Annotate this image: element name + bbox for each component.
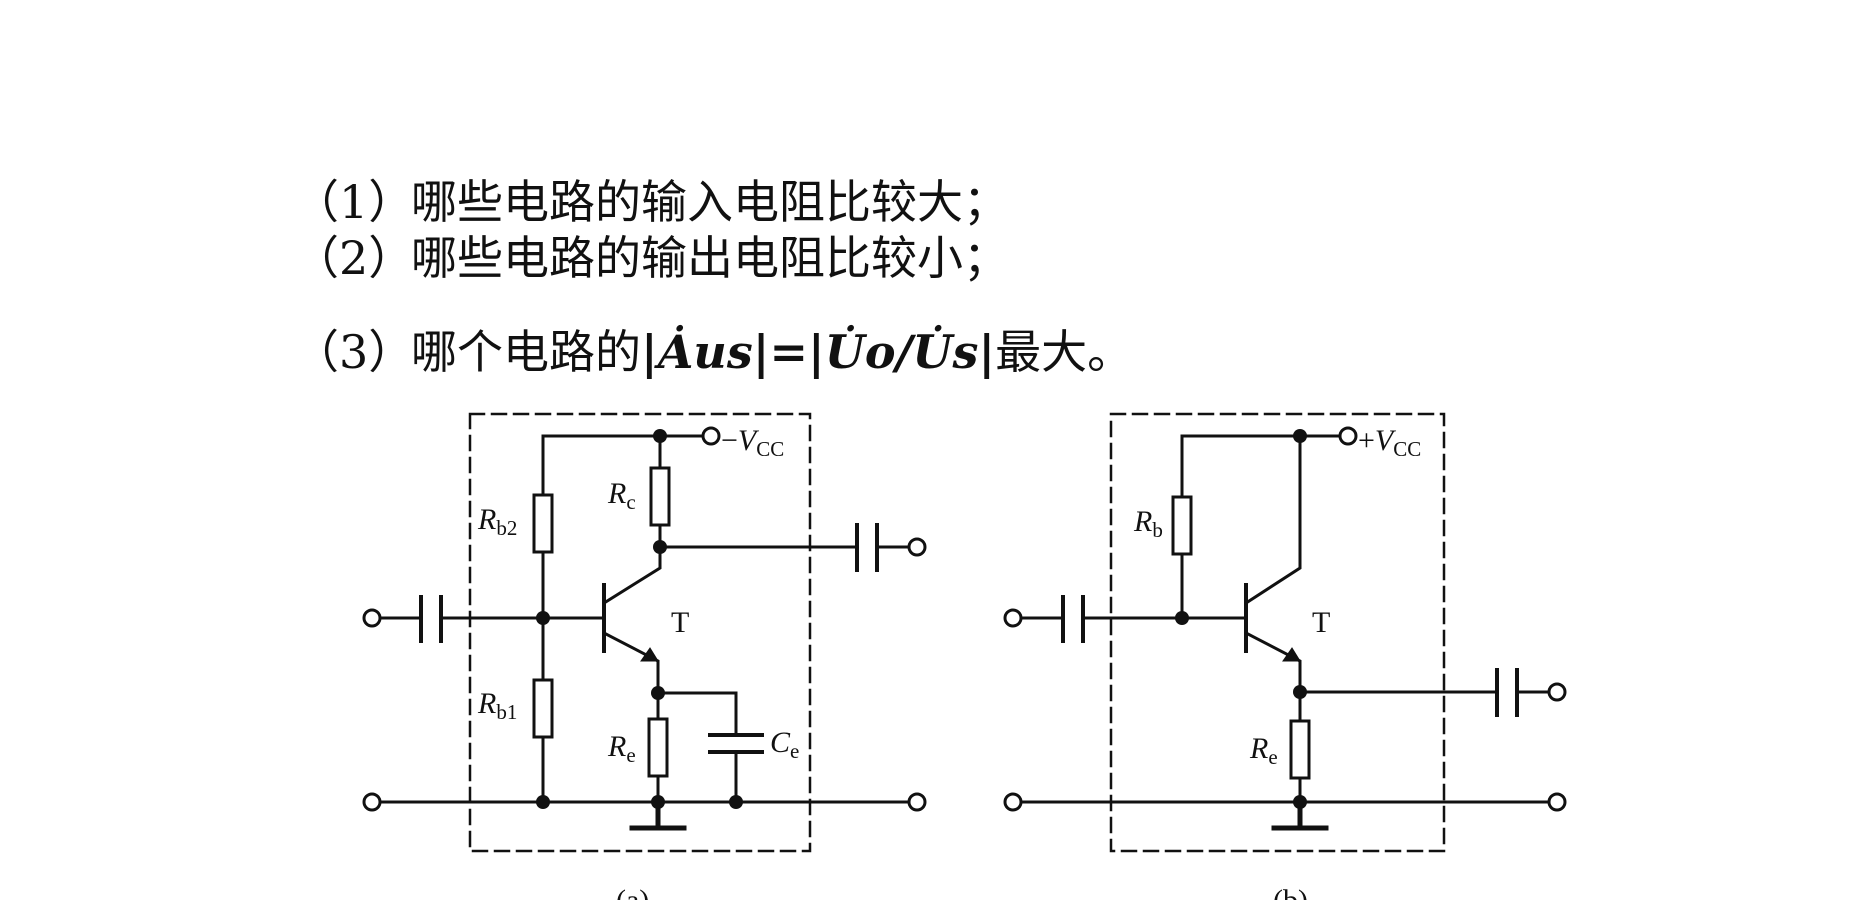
circuit-a-ce-label: Ce [770,726,799,763]
circuit-b-transistor-label: T [1312,606,1330,639]
circuit-a-junction-dot [536,611,550,625]
circuit-b-junction-dot [1293,795,1307,809]
circuit-a-rc-label: Rc [607,477,636,514]
question-3-suffix: 最大。 [995,325,1134,379]
circuit-a-output-capacitor [855,523,879,572]
circuit-a-supply-terminal [701,426,721,446]
question-2-number: （2） [293,231,415,285]
circuit-b-input-terminal [1003,608,1023,628]
circuit-b-ground-left-terminal [1003,792,1023,812]
question-3-number: （3） [293,325,415,379]
circuit-a-re-resistor [647,717,669,778]
circuit-b-rb-resistor [1171,495,1193,556]
circuit-b-supply-terminal [1338,426,1358,446]
question-2-text: 哪些电路的输出电阻比较小； [411,231,1009,285]
question-1-text: 哪些电路的输入电阻比较大； [411,175,1009,229]
circuit-a-junction-dot [651,686,665,700]
circuit-b [1003,412,1567,853]
circuit-b-output-capacitor [1495,668,1519,717]
circuit-b-junction-dot [1293,429,1307,443]
circuit-b-caption: (b) [1273,884,1308,900]
circuit-a-transistor-emitter [601,630,660,695]
circuit-a-output-terminal [907,537,927,557]
circuit-a-junction-dot [729,795,743,809]
circuit-b-ground-right-terminal [1547,792,1567,812]
circuit-a [362,412,927,853]
circuit-a-rc-resistor [649,466,671,527]
question-2: （2）哪些电路的输出电阻比较小； [293,232,1009,284]
circuit-a-rb2-label: Rb2 [477,503,517,540]
circuit-b-transistor-emitter [1243,630,1302,694]
circuit-a-transistor-label: T [671,606,689,639]
circuit-b-emitter-arrow [1282,647,1301,662]
circuit-a-junction-dot [653,540,667,554]
circuit-a-junction-dot [651,795,665,809]
circuit-b-junction-dot [1175,611,1189,625]
circuit-a-junction-dot [653,429,667,443]
circuit-b-re-resistor [1289,719,1311,780]
circuit-a-input-terminal [362,608,382,628]
circuit-b-transistor-collector [1243,434,1302,606]
question-1: （1）哪些电路的输入电阻比较大； [293,176,1009,228]
circuit-a-ce-capacitor [708,733,764,754]
circuit-b-dashed-box [1109,412,1446,853]
circuit-a-emitter-arrow [640,647,659,662]
gain-formula: |Ȧus|=|U̇o/U̇s| [641,325,996,379]
circuit-a-rb1-label: Rb1 [477,687,517,724]
circuit-b-supply-label: +VCC [1358,424,1421,461]
circuit-a-ground-left-terminal [362,792,382,812]
circuit-b-output-terminal [1547,682,1567,702]
circuit-b-junction-dot [1293,685,1307,699]
circuit-a-transistor-collector [601,545,662,606]
circuit-a-rb1-resistor [532,678,554,739]
circuit-a-junction-dot [536,795,550,809]
circuit-b-re-label: Re [1249,732,1278,769]
circuit-a-caption: (a) [616,884,649,900]
circuit-a-supply-label: −VCC [721,424,784,461]
circuit-a-dashed-box [468,412,812,853]
circuit-a-input-capacitor [419,595,443,643]
circuit-a-ground-right-terminal [907,792,927,812]
question-3-text: 哪个电路的 [411,325,641,379]
circuit-a-ce-wire [656,691,738,804]
circuit-a-rb2-resistor [532,493,554,554]
circuit-b-input-capacitor [1061,595,1085,643]
circuit-a-re-label: Re [607,730,636,767]
question-1-number: （1） [293,175,415,229]
circuit-b-rb-label: Rb [1133,505,1163,542]
question-3: （3）哪个电路的|Ȧus|=|U̇o/U̇s|最大。 [293,326,1133,378]
